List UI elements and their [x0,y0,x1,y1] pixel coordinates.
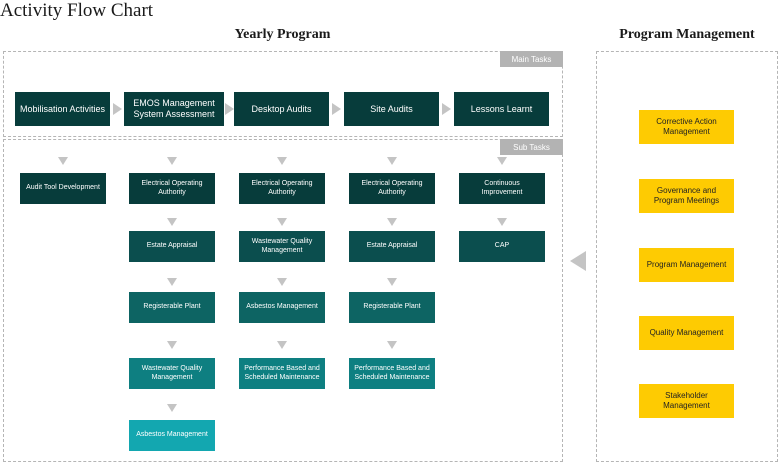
main-task-box: Site Audits [344,92,439,126]
arrow-down-icon [167,278,177,286]
arrow-down-icon [167,404,177,412]
main-task-box: EMOS Management System Assessment [124,92,224,126]
sub-task-box: Continuous Improvement [459,173,545,204]
sub-tasks-tag: Sub Tasks [500,139,563,155]
sub-task-box: Wastewater Quality Management [129,358,215,389]
arrow-right-icon [442,103,451,115]
program-management-item: Stakeholder Management [639,384,734,418]
program-management-frame [596,51,778,462]
sub-task-box: CAP [459,231,545,262]
program-management-item: Corrective Action Management [639,110,734,144]
sub-task-box: Audit Tool Development [20,173,106,204]
sub-tasks-frame [3,139,563,462]
sub-task-box: Electrical Operating Authority [129,173,215,204]
arrow-down-icon [167,341,177,349]
sub-task-box: Wastewater Quality Management [239,231,325,262]
arrow-down-icon [387,157,397,165]
main-task-box: Desktop Audits [234,92,329,126]
sub-task-box: Registerable Plant [129,292,215,323]
arrow-down-icon [387,341,397,349]
sub-task-box: Estate Appraisal [349,231,435,262]
sub-task-box: Performance Based and Scheduled Maintena… [239,358,325,389]
sub-task-box: Registerable Plant [349,292,435,323]
program-management-item: Program Management [639,248,734,282]
main-tasks-tag: Main Tasks [500,51,563,67]
arrow-down-icon [277,157,287,165]
arrow-right-icon [332,103,341,115]
page-title: Activity Flow Chart [0,0,154,21]
arrow-down-icon [387,218,397,226]
arrow-right-icon [224,103,234,115]
sub-task-box: Estate Appraisal [129,231,215,262]
arrow-down-icon [497,218,507,226]
arrow-down-icon [497,157,507,165]
arrow-down-icon [58,157,68,165]
program-management-item: Quality Management [639,316,734,350]
arrow-down-icon [277,278,287,286]
main-task-box: Lessons Learnt [454,92,549,126]
arrow-down-icon [167,218,177,226]
sub-task-box: Asbestos Management [239,292,325,323]
program-management-item: Governance and Program Meetings [639,179,734,213]
yearly-program-heading: Yearly Program [234,27,331,42]
sub-task-box: Electrical Operating Authority [349,173,435,204]
arrow-right-icon [112,103,122,115]
sub-task-box: Asbestos Management [129,420,215,451]
arrow-down-icon [167,157,177,165]
sub-task-box: Performance Based and Scheduled Maintena… [349,358,435,389]
main-task-box: Mobilisation Activities [15,92,110,126]
left-arrow-icon [570,251,586,271]
arrow-down-icon [387,278,397,286]
program-management-heading: Program Management [619,27,755,42]
arrow-down-icon [277,341,287,349]
main-tasks-frame [3,51,563,137]
sub-task-box: Electrical Operating Authority [239,173,325,204]
arrow-down-icon [277,218,287,226]
